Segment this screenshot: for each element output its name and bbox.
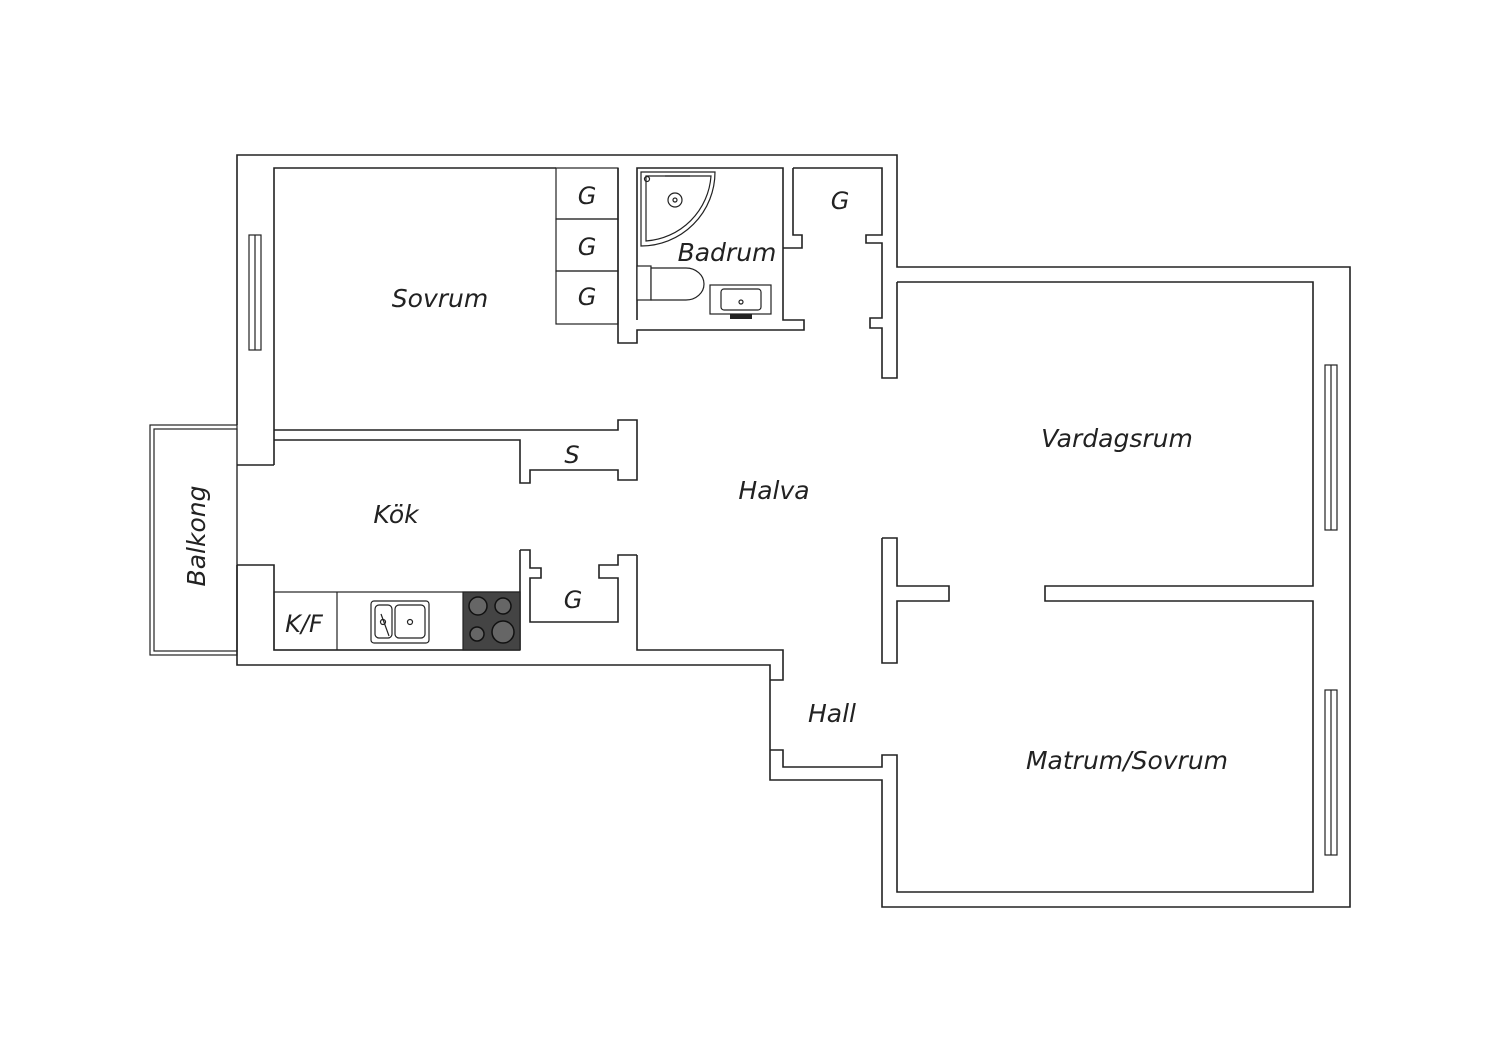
room-label-vardagsrum: Vardagsrum	[1041, 424, 1193, 453]
room-label-badrum: Badrum	[678, 238, 777, 267]
wardrobe-label-2: G	[578, 233, 597, 261]
closet-label-kitchen: G	[564, 586, 583, 614]
window-sovrum	[248, 234, 262, 351]
shower-icon	[640, 171, 716, 247]
closet-label-top: G	[831, 187, 850, 215]
fridge-label: K/F	[285, 610, 324, 638]
interior-walls	[274, 167, 950, 664]
room-label-kok: Kök	[373, 500, 420, 529]
room-label-matrum-sovrum: Matrum/Sovrum	[1026, 746, 1228, 775]
stove-icon	[462, 591, 521, 651]
washbasin-icon	[709, 284, 772, 319]
wardrobe-label-1: G	[578, 182, 597, 210]
balcony	[149, 424, 238, 656]
window-vardagsrum	[1324, 364, 1338, 531]
toilet-icon	[636, 265, 705, 301]
window-matrum	[1324, 689, 1338, 856]
outer-walls	[236, 154, 1351, 908]
wardrobe-label-3: G	[578, 283, 597, 311]
pantry-label: S	[564, 441, 579, 469]
sink-icon	[370, 600, 430, 644]
sovrum-wardrobes	[555, 167, 619, 325]
room-label-balkong: Balkong	[182, 486, 211, 587]
room-label-sovrum: Sovrum	[392, 284, 488, 313]
room-label-hall: Hall	[808, 699, 856, 728]
room-label-halva: Halva	[738, 476, 809, 505]
